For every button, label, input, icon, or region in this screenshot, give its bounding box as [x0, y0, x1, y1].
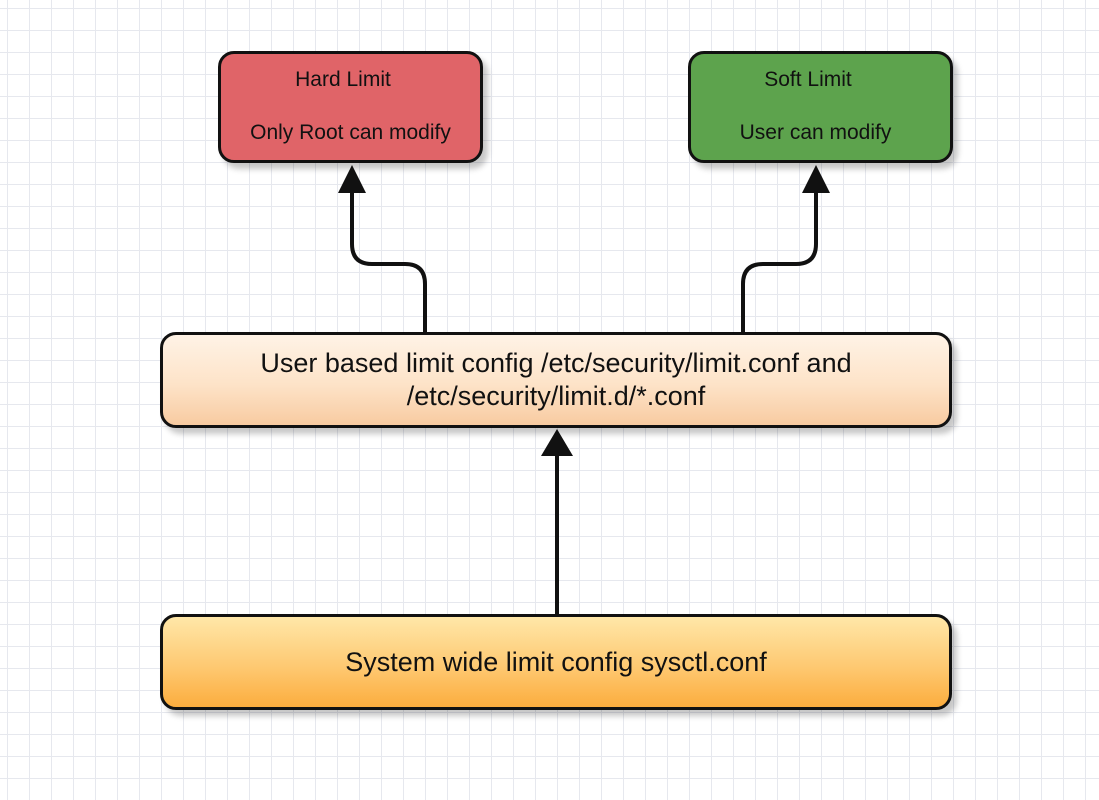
soft-limit-title: Soft Limit [764, 68, 852, 91]
hard-limit-subtitle: Only Root can modify [250, 121, 451, 144]
user-config-text: User based limit config /etc/security/li… [183, 347, 929, 413]
arrowhead-user-icon [541, 429, 573, 456]
user-config-node[interactable]: User based limit config /etc/security/li… [160, 332, 952, 428]
arrowhead-hard-icon [338, 165, 366, 193]
arrowhead-soft-icon [802, 165, 830, 193]
soft-limit-subtitle: User can modify [739, 121, 892, 144]
edge-user-to-soft [741, 192, 818, 332]
user-config-line-1: User based limit config /etc/security/li… [260, 348, 852, 378]
user-config-line-2: /etc/security/limit.d/*.conf [406, 381, 706, 411]
hard-limit-title: Hard Limit [295, 68, 391, 91]
system-config-node[interactable]: System wide limit config sysctl.conf [160, 614, 952, 710]
soft-limit-node[interactable]: Soft Limit User can modify [688, 51, 953, 163]
hard-limit-node[interactable]: Hard Limit Only Root can modify [218, 51, 483, 163]
system-config-text: System wide limit config sysctl.conf [345, 647, 767, 677]
edge-user-to-hard [350, 192, 427, 332]
